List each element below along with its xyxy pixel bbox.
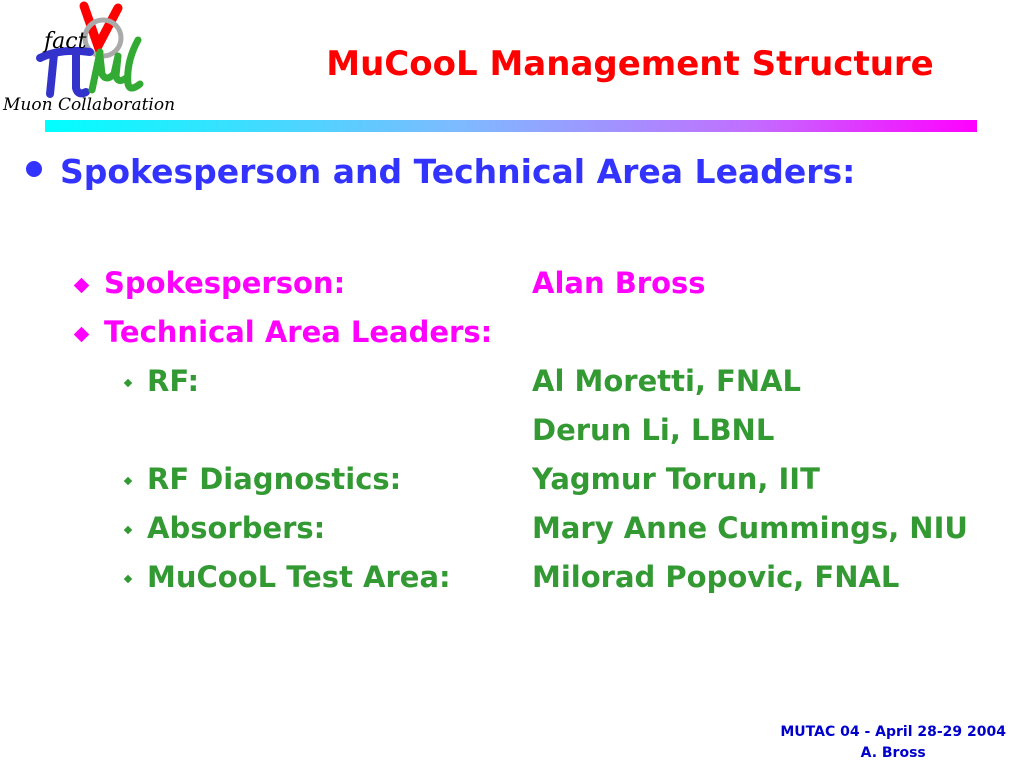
row-rf-diagnostics: RF Diagnostics: — [123, 462, 402, 496]
small-diamond-bullet-icon — [123, 378, 133, 388]
title-gradient-bar — [45, 120, 977, 132]
row-rf-value: Al Moretti, FNAL — [532, 364, 802, 398]
slide-title: MuCooL Management Structure — [326, 44, 934, 84]
footer-event: MUTAC 04 - April 28-29 2004 — [780, 724, 1006, 740]
pi-glyph — [72, 49, 90, 98]
row-mucool-test-area-value: Milorad Popovic, FNAL — [532, 560, 900, 594]
diamond-bullet-icon — [73, 326, 90, 343]
slide-footer: MUTAC 04 - April 28-29 2004 A. Bross — [780, 722, 1006, 764]
heading-text: Spokesperson and Technical Area Leaders: — [60, 152, 856, 191]
small-diamond-bullet-icon — [123, 476, 133, 486]
row-rf-value-2: Derun Li, LBNL — [532, 413, 775, 447]
bullet-dot-icon — [26, 161, 42, 177]
logo-collab-text: Muon Collaboration — [2, 95, 175, 115]
row-absorbers-value: Mary Anne Cummings, NIU — [532, 511, 968, 545]
muon-collaboration-logo: fact Muon Collaboration — [0, 0, 190, 118]
small-diamond-bullet-icon — [123, 574, 133, 584]
row-rf: RF: — [123, 364, 200, 398]
footer-author: A. Bross — [860, 745, 926, 761]
row-label: Spokesperson: — [104, 266, 346, 300]
heading-bullet: Spokesperson and Technical Area Leaders: — [26, 152, 855, 191]
small-diamond-bullet-icon — [123, 525, 133, 535]
row-mucool-test-area: MuCooL Test Area: — [123, 560, 451, 594]
mu-glyph — [88, 48, 130, 94]
row-label: Absorbers: — [147, 511, 326, 545]
row-technical-area-leaders: Technical Area Leaders: — [73, 315, 493, 349]
row-rf-diagnostics-value: Yagmur Torun, IIT — [532, 462, 820, 496]
row-label: MuCooL Test Area: — [147, 560, 451, 594]
row-spokesperson: Spokesperson: — [73, 266, 346, 300]
row-label: Technical Area Leaders: — [104, 315, 493, 349]
logo-fact-text: fact — [42, 29, 87, 54]
row-label: RF Diagnostics: — [147, 462, 402, 496]
row-spokesperson-value: Alan Bross — [532, 266, 706, 300]
row-label: RF: — [147, 364, 200, 398]
diamond-bullet-icon — [73, 277, 90, 294]
row-absorbers: Absorbers: — [123, 511, 326, 545]
